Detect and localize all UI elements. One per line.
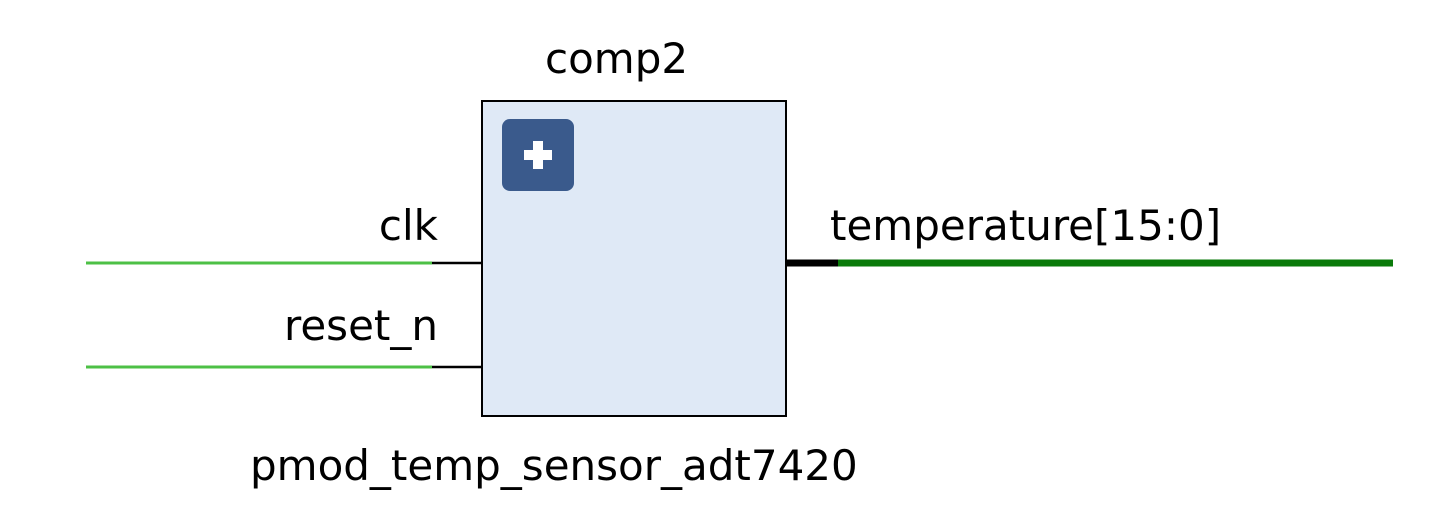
- port-label-reset-n: reset_n: [284, 301, 438, 350]
- expand-button[interactable]: [502, 119, 574, 191]
- port-label-temperature: temperature[15:0]: [830, 201, 1222, 250]
- module-name: pmod_temp_sensor_adt7420: [250, 441, 858, 490]
- port-label-clk: clk: [378, 201, 438, 250]
- plus-icon: [524, 141, 552, 169]
- instance-name: comp2: [545, 34, 689, 83]
